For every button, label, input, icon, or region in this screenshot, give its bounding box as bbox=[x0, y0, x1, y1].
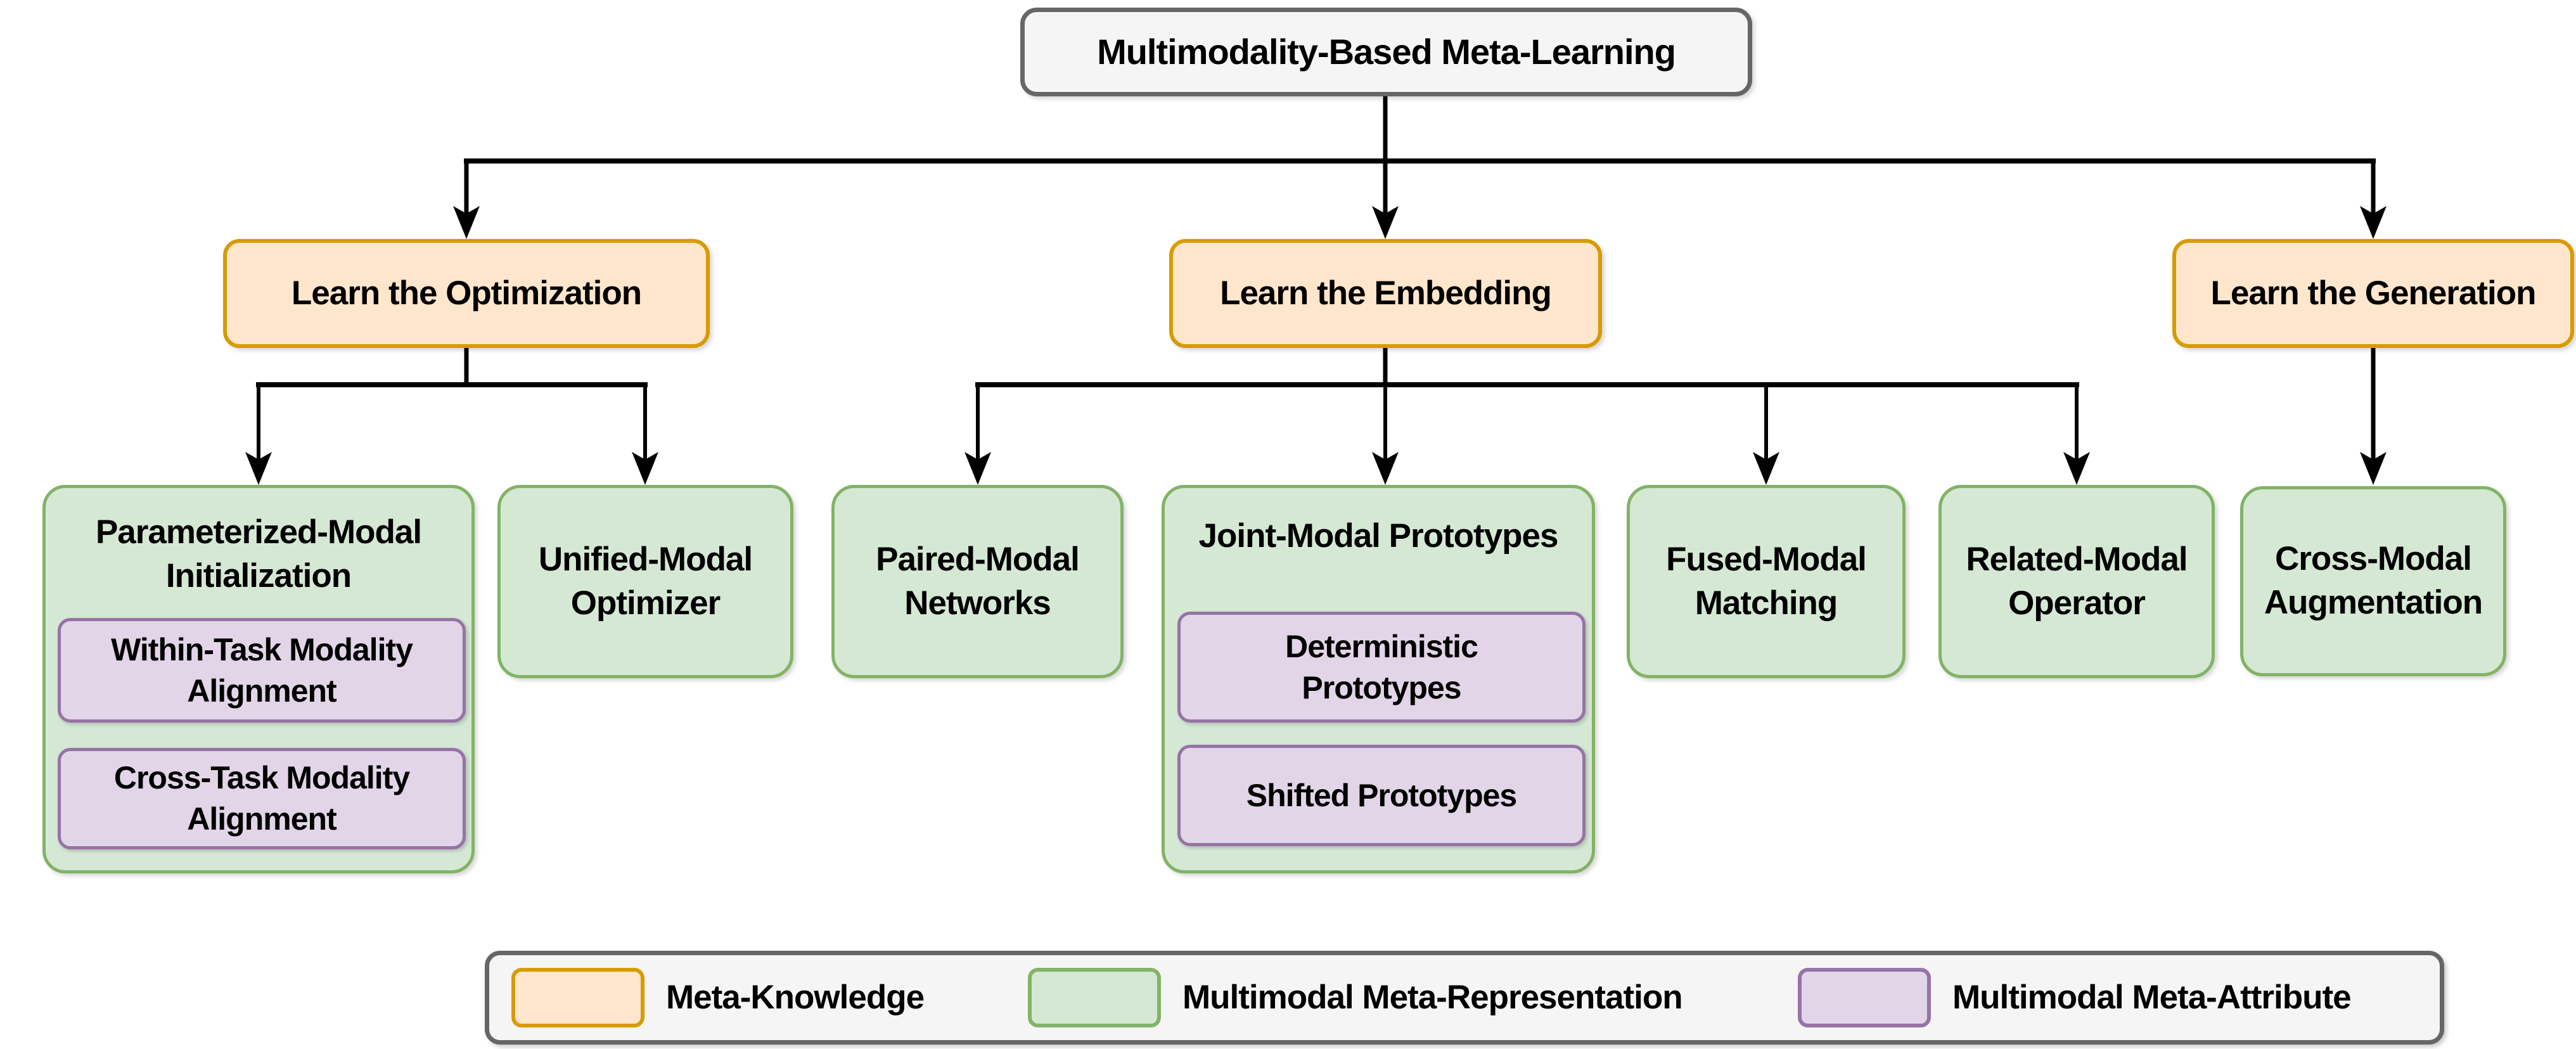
legend: Meta-Knowledge Multimodal Meta-Represent… bbox=[485, 951, 2444, 1045]
node-cross-modal-augmentation-label: Cross-Modal Augmentation bbox=[2264, 540, 2483, 621]
arrowhead-paired bbox=[964, 452, 991, 485]
node-learn-the-optimization-label: Learn the Optimization bbox=[291, 274, 642, 312]
node-learn-the-generation-label: Learn the Generation bbox=[2210, 274, 2536, 312]
legend-label-meta-representation: Multimodal Meta-Representation bbox=[1182, 978, 1683, 1016]
legend-item-meta-knowledge: Meta-Knowledge bbox=[511, 955, 925, 1040]
node-cross-task-modality-alignment: Cross-Task Modality Alignment bbox=[58, 748, 466, 849]
arrowhead-optimization bbox=[453, 206, 480, 239]
node-within-task-modality-alignment: Within-Task Modality Alignment bbox=[58, 618, 466, 723]
node-cross-modal-augmentation: Cross-Modal Augmentation bbox=[2240, 486, 2506, 676]
node-related-modal-operator-label: Related-Modal Operator bbox=[1966, 540, 2188, 622]
node-fused-modal-matching: Fused-Modal Matching bbox=[1627, 485, 1906, 678]
node-deterministic-prototypes-label: Deterministic Prototypes bbox=[1285, 628, 1478, 705]
node-fused-modal-matching-label: Fused-Modal Matching bbox=[1666, 540, 1867, 622]
node-paired-modal-networks: Paired-Modal Networks bbox=[831, 485, 1124, 678]
node-unified-modal-optimizer-label: Unified-Modal Optimizer bbox=[538, 540, 753, 622]
arrowhead-fused bbox=[1753, 452, 1779, 485]
node-learn-the-embedding-label: Learn the Embedding bbox=[1220, 274, 1552, 312]
node-root-label: Multimodality-Based Meta-Learning bbox=[1097, 31, 1676, 72]
arrowhead-related bbox=[2063, 452, 2090, 485]
legend-label-meta-attribute: Multimodal Meta-Attribute bbox=[1952, 978, 2352, 1016]
arrowhead-embedding bbox=[1372, 206, 1399, 239]
node-joint-modal-prototypes: Joint-Modal Prototypes Deterministic Pro… bbox=[1162, 485, 1595, 873]
arrowhead-cross-modal bbox=[2360, 452, 2387, 485]
arrowhead-parameterized bbox=[245, 452, 272, 485]
node-learn-the-generation: Learn the Generation bbox=[2172, 239, 2574, 348]
node-cross-task-modality-alignment-label: Cross-Task Modality Alignment bbox=[113, 760, 410, 837]
node-parameterized-modal-initialization-label: Parameterized-Modal Initialization bbox=[95, 513, 422, 595]
meta-representation-swatch-icon bbox=[1028, 968, 1161, 1027]
node-parameterized-modal-initialization: Parameterized-Modal Initialization Withi… bbox=[42, 485, 475, 873]
meta-knowledge-swatch-icon bbox=[511, 968, 644, 1027]
legend-item-meta-attribute: Multimodal Meta-Attribute bbox=[1798, 955, 2352, 1040]
node-joint-modal-prototypes-label: Joint-Modal Prototypes bbox=[1198, 517, 1559, 555]
node-deterministic-prototypes: Deterministic Prototypes bbox=[1177, 612, 1586, 723]
meta-attribute-swatch-icon bbox=[1798, 968, 1931, 1027]
node-related-modal-operator: Related-Modal Operator bbox=[1938, 485, 2215, 678]
node-shifted-prototypes-label: Shifted Prototypes bbox=[1246, 777, 1517, 813]
node-learn-the-embedding: Learn the Embedding bbox=[1169, 239, 1602, 348]
legend-label-meta-knowledge: Meta-Knowledge bbox=[666, 978, 925, 1016]
node-paired-modal-networks-label: Paired-Modal Networks bbox=[876, 540, 1080, 622]
node-learn-the-optimization: Learn the Optimization bbox=[223, 239, 710, 348]
node-within-task-modality-alignment-label: Within-Task Modality Alignment bbox=[111, 631, 413, 709]
node-unified-modal-optimizer: Unified-Modal Optimizer bbox=[497, 485, 793, 678]
arrowhead-unified bbox=[632, 452, 658, 485]
node-root: Multimodality-Based Meta-Learning bbox=[1020, 8, 1752, 96]
node-shifted-prototypes: Shifted Prototypes bbox=[1177, 745, 1586, 846]
arrowhead-generation bbox=[2360, 206, 2387, 239]
arrowhead-joint bbox=[1372, 452, 1399, 485]
legend-item-meta-representation: Multimodal Meta-Representation bbox=[1028, 955, 1683, 1040]
